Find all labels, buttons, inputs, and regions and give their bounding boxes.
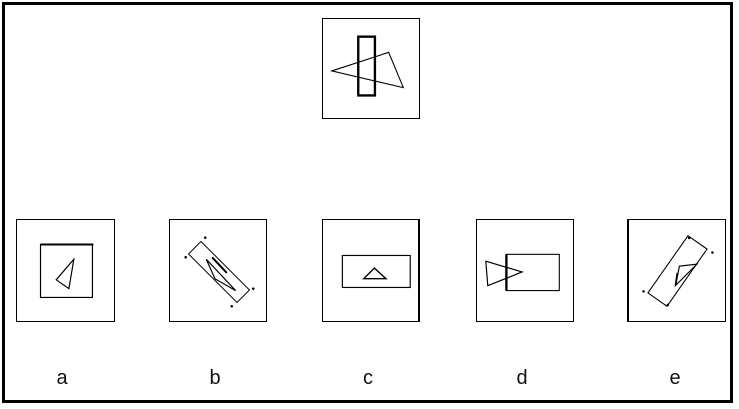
option-e-figure[interactable] bbox=[627, 219, 726, 322]
option-b-drawing bbox=[184, 236, 255, 308]
option-a-figure[interactable] bbox=[16, 219, 115, 322]
option-d-label: d bbox=[516, 367, 528, 389]
question-figure bbox=[322, 18, 420, 119]
option-c-figure[interactable] bbox=[322, 219, 420, 322]
option-c-drawing bbox=[341, 254, 411, 289]
question-figure-drawing bbox=[329, 35, 405, 97]
option-b-figure[interactable] bbox=[169, 219, 267, 322]
option-d-drawing bbox=[485, 253, 560, 292]
option-c-label: c bbox=[363, 367, 373, 389]
option-e-label: e bbox=[669, 367, 681, 389]
option-e-drawing bbox=[642, 234, 714, 307]
option-a-drawing bbox=[39, 243, 94, 299]
option-a-label: a bbox=[56, 367, 68, 389]
option-d-figure[interactable] bbox=[476, 219, 574, 322]
option-b-label: b bbox=[209, 367, 221, 389]
